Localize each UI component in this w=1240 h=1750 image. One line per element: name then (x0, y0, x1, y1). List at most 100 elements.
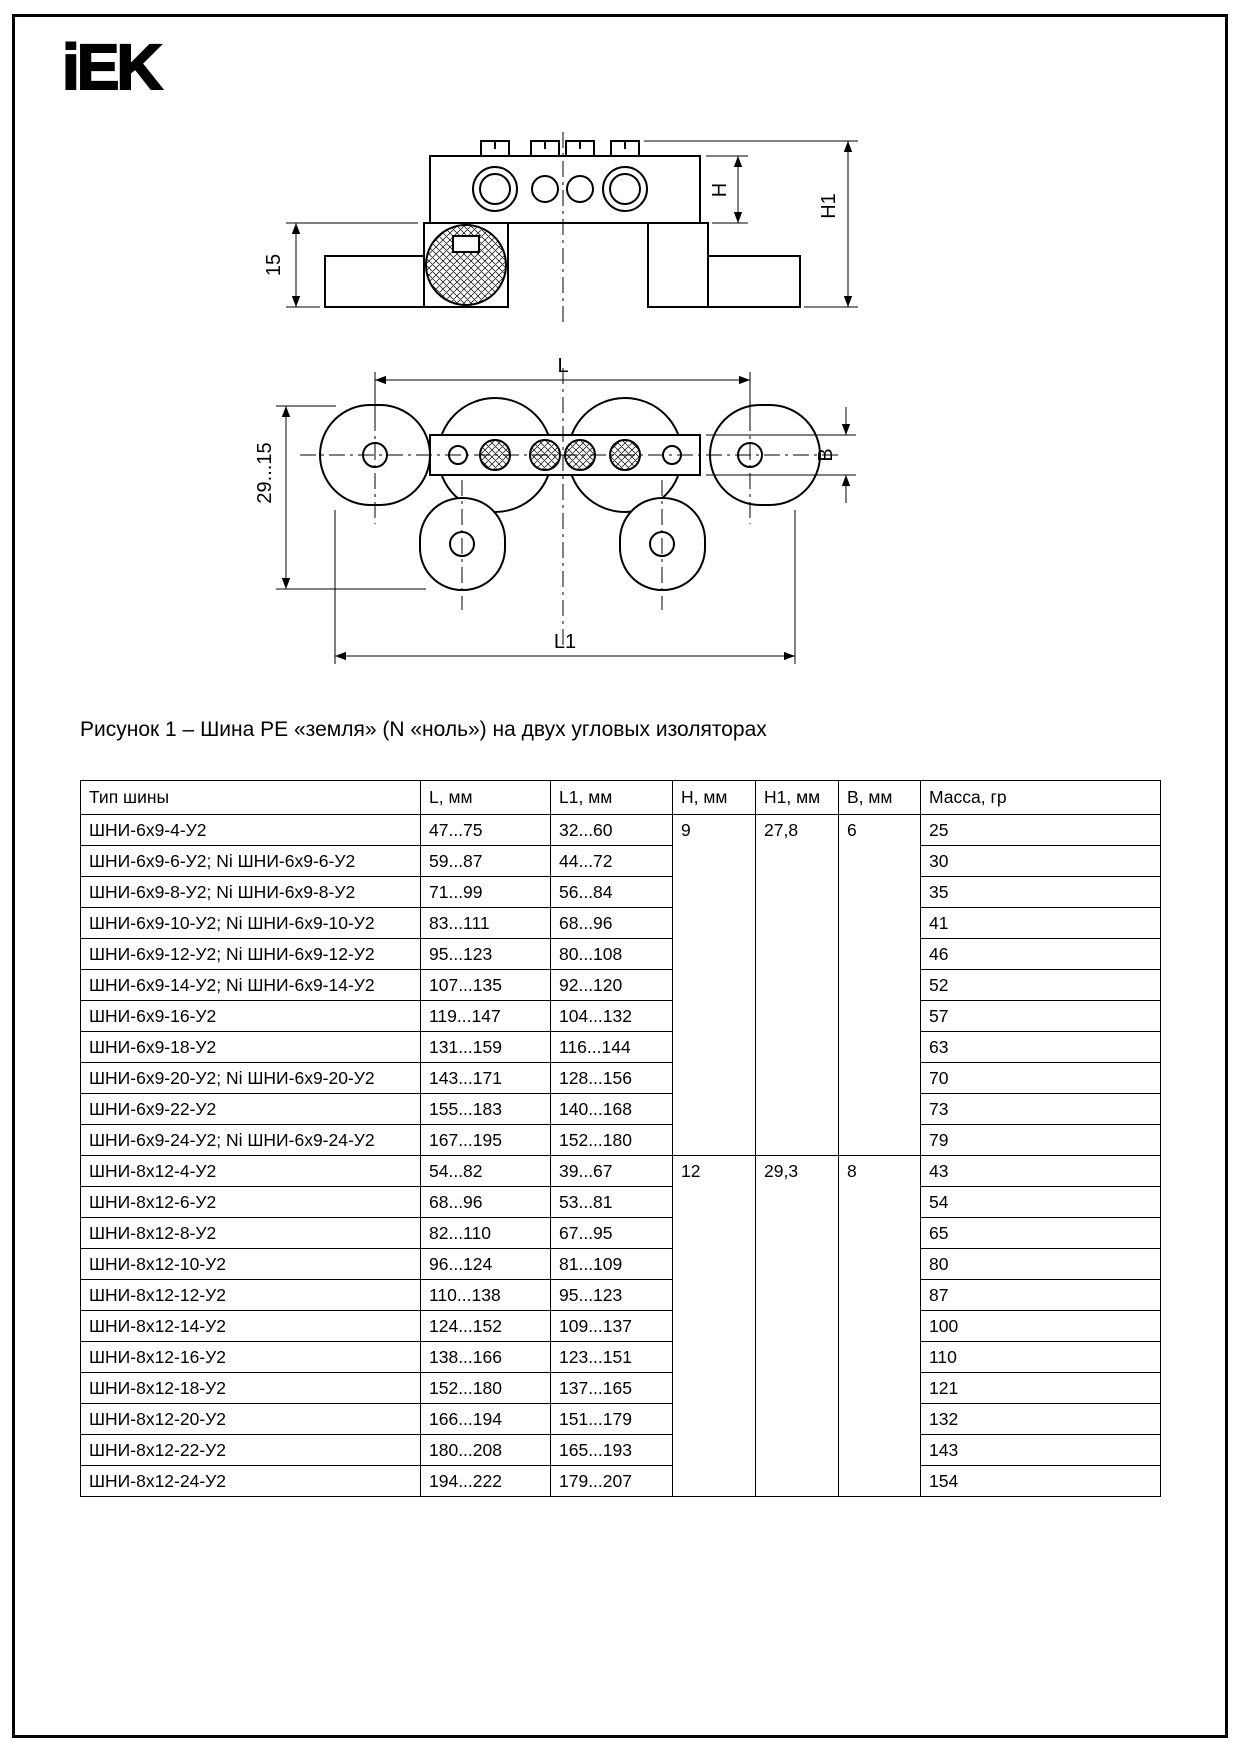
cell-type: ШНИ-6х9-6-У2; Ni ШНИ-6х9-6-У2 (80, 845, 421, 877)
cell-l: 167...195 (420, 1124, 551, 1156)
bus-drawing-svg: 15 H H1 (254, 132, 858, 664)
cell-type: ШНИ-8х12-10-У2 (80, 1248, 421, 1280)
dim-label-29-15: 29...15 (254, 442, 276, 503)
dim-label-h: H (709, 183, 731, 197)
cell-mass: 110 (920, 1341, 1161, 1373)
cell-h1: 27,8 (755, 814, 839, 1156)
cell-l: 59...87 (420, 845, 551, 877)
cell-l: 71...99 (420, 876, 551, 908)
cell-type: ШНИ-8х12-4-У2 (80, 1155, 421, 1187)
cell-type: ШНИ-6х9-22-У2 (80, 1093, 421, 1125)
cell-mass: 25 (920, 814, 1161, 846)
cell-l1: 81...109 (550, 1248, 673, 1280)
technical-drawing: 15 H H1 (240, 128, 900, 693)
cell-mass: 132 (920, 1403, 1161, 1435)
col-header-l: L, мм (420, 780, 551, 815)
cell-mass: 143 (920, 1434, 1161, 1466)
col-header-l1: L1, мм (550, 780, 673, 815)
cell-type: ШНИ-8х12-20-У2 (80, 1403, 421, 1435)
cell-mass: 52 (920, 969, 1161, 1001)
cell-type: ШНИ-8х12-24-У2 (80, 1465, 421, 1497)
cell-type: ШНИ-6х9-20-У2; Ni ШНИ-6х9-20-У2 (80, 1062, 421, 1094)
front-view (324, 140, 801, 308)
cell-l1: 109...137 (550, 1310, 673, 1342)
cell-b: 6 (838, 814, 921, 1156)
cell-mass: 87 (920, 1279, 1161, 1311)
cell-mass: 121 (920, 1372, 1161, 1404)
cell-type: ШНИ-6х9-10-У2; Ni ШНИ-6х9-10-У2 (80, 907, 421, 939)
cell-l: 124...152 (420, 1310, 551, 1342)
cell-mass: 35 (920, 876, 1161, 908)
col-header-h: H, мм (672, 780, 756, 815)
cell-l: 96...124 (420, 1248, 551, 1280)
cell-l: 82...110 (420, 1217, 551, 1249)
cell-mass: 100 (920, 1310, 1161, 1342)
plan-view-dimensions (276, 372, 856, 664)
dim-label-l: L (557, 355, 568, 377)
dim-label-l1: L1 (554, 631, 576, 653)
cell-l1: 67...95 (550, 1217, 673, 1249)
cell-l: 166...194 (420, 1403, 551, 1435)
cell-type: ШНИ-8х12-6-У2 (80, 1186, 421, 1218)
cell-mass: 65 (920, 1217, 1161, 1249)
cell-mass: 46 (920, 938, 1161, 970)
cell-l1: 152...180 (550, 1124, 673, 1156)
cell-type: ШНИ-8х12-14-У2 (80, 1310, 421, 1342)
cell-l: 95...123 (420, 938, 551, 970)
cell-type: ШНИ-8х12-16-У2 (80, 1341, 421, 1373)
cell-type: ШНИ-8х12-18-У2 (80, 1372, 421, 1404)
col-header-b: B, мм (838, 780, 921, 815)
spec-table: Тип шины L, мм L1, мм H, мм H1, мм B, мм… (80, 780, 1161, 1497)
cell-type: ШНИ-6х9-24-У2; Ni ШНИ-6х9-24-У2 (80, 1124, 421, 1156)
cell-l: 131...159 (420, 1031, 551, 1063)
cell-b: 8 (838, 1155, 921, 1497)
cell-h: 9 (672, 814, 756, 1156)
cell-l1: 128...156 (550, 1062, 673, 1094)
cell-l1: 56...84 (550, 876, 673, 908)
cell-h1: 29,3 (755, 1155, 839, 1497)
cell-mass: 63 (920, 1031, 1161, 1063)
cell-mass: 70 (920, 1062, 1161, 1094)
front-view-dimensions (286, 140, 858, 308)
plan-view-centerlines (300, 368, 840, 648)
cell-type: ШНИ-6х9-18-У2 (80, 1031, 421, 1063)
cell-l1: 151...179 (550, 1403, 673, 1435)
cell-mass: 41 (920, 907, 1161, 939)
cell-type: ШНИ-6х9-8-У2; Ni ШНИ-6х9-8-У2 (80, 876, 421, 908)
col-header-h1: H1, мм (755, 780, 839, 815)
dim-label-b: B (815, 448, 837, 461)
cell-l: 119...147 (420, 1000, 551, 1032)
cell-l1: 68...96 (550, 907, 673, 939)
cell-l: 194...222 (420, 1465, 551, 1497)
cell-mass: 57 (920, 1000, 1161, 1032)
cell-type: ШНИ-6х9-4-У2 (80, 814, 421, 846)
cell-l: 138...166 (420, 1341, 551, 1373)
cell-l1: 140...168 (550, 1093, 673, 1125)
cell-l1: 92...120 (550, 969, 673, 1001)
table-row: ШНИ-8х12-4-У2 54...82 39...67 12 29,3 8 … (80, 1155, 1161, 1497)
table-row: ШНИ-6х9-4-У2 47...75 32...60 9 27,8 6 25 (80, 814, 1161, 1156)
cell-l1: 165...193 (550, 1434, 673, 1466)
cell-type: ШНИ-8х12-22-У2 (80, 1434, 421, 1466)
cell-l: 155...183 (420, 1093, 551, 1125)
cell-mass: 30 (920, 845, 1161, 877)
cell-type: ШНИ-8х12-8-У2 (80, 1217, 421, 1249)
cell-l1: 137...165 (550, 1372, 673, 1404)
cell-mass: 43 (920, 1155, 1161, 1187)
cell-l: 107...135 (420, 969, 551, 1001)
cell-l: 68...96 (420, 1186, 551, 1218)
